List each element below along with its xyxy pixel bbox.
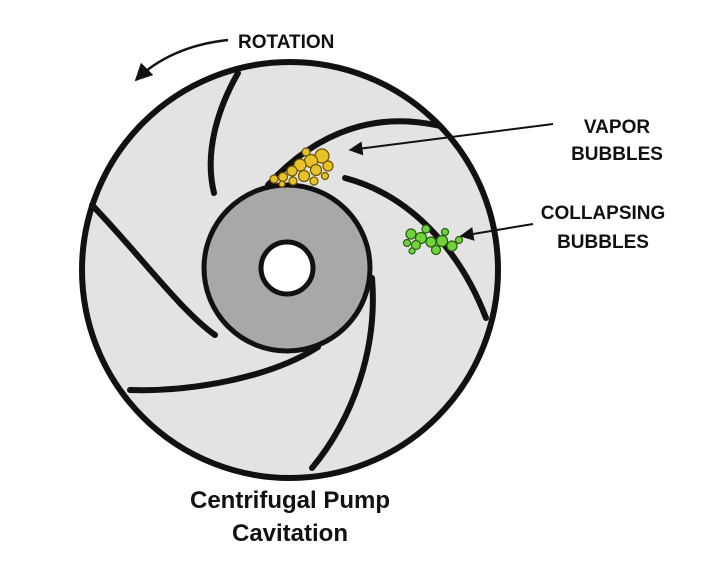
vane-5 [127, 344, 321, 394]
collapsing-bubble [435, 234, 449, 248]
hub-eye [258, 239, 316, 297]
caption-line2: Cavitation [232, 520, 348, 547]
collapsing-bubbles [402, 224, 464, 256]
collapsing-bubble [446, 240, 458, 252]
collapsing-bubble [440, 227, 450, 237]
vapor-bubble [309, 163, 323, 177]
collapsing-bubble [402, 238, 412, 248]
collapsing-bubble [410, 239, 422, 251]
vane-4 [309, 275, 376, 471]
collapsing-pointer-arrow [459, 223, 534, 241]
collapsing-bubble [408, 247, 416, 255]
vapor-bubble [301, 147, 311, 157]
collapsing-bubble [421, 224, 431, 234]
vapor-bubble [286, 165, 298, 177]
vane-6 [89, 202, 218, 338]
vane-1 [207, 70, 241, 196]
rotation-label: ROTATION [238, 32, 334, 53]
vapor-label-line1: VAPOR [584, 117, 650, 138]
collapsing-bubble [454, 235, 464, 245]
collapsing-label-line2: BUBBLES [557, 232, 649, 253]
collapsing-bubble [430, 244, 442, 256]
vapor-bubble [322, 160, 334, 172]
vapor-bubble [288, 176, 298, 186]
vapor-bubble [320, 171, 330, 181]
collapsing-label-line1: COLLAPSING [541, 203, 666, 224]
collapsing-bubble [405, 228, 417, 240]
vapor-bubbles [269, 147, 334, 188]
rotation-arrow [134, 38, 229, 82]
vapor-bubble [277, 171, 289, 183]
vapor-bubble [297, 169, 311, 183]
vane-2 [265, 118, 443, 188]
vapor-bubble [293, 158, 307, 172]
vapor-label-line2: BUBBLES [571, 144, 663, 165]
caption-line1: Centrifugal Pump [190, 487, 390, 514]
vapor-pointer-arrow [348, 123, 554, 156]
vapor-bubble [269, 174, 279, 184]
vapor-bubble [309, 176, 319, 186]
vapor-bubble [278, 180, 286, 188]
